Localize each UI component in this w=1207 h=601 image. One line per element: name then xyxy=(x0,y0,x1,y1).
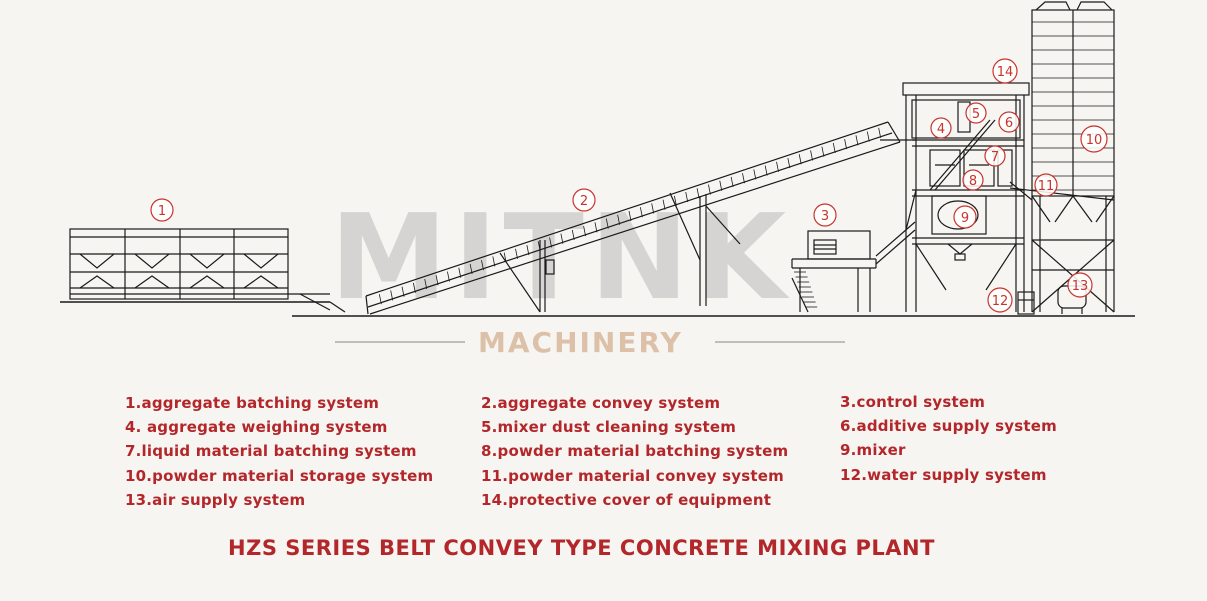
callout-3: 3 xyxy=(813,203,837,227)
callout-13: 13 xyxy=(1067,272,1093,298)
callout-number: 1 xyxy=(158,204,166,219)
callout-number: 3 xyxy=(821,209,829,224)
inclined-belt-conveyor xyxy=(365,121,916,315)
callout-11: 11 xyxy=(1034,173,1058,197)
callout-number: 14 xyxy=(997,65,1014,80)
callout-number: 11 xyxy=(1038,179,1055,194)
callout-number: 10 xyxy=(1086,133,1103,148)
control-room xyxy=(791,221,916,313)
conveyor-rungs xyxy=(378,127,882,305)
legend-item: 11.powder material convey system xyxy=(481,467,784,485)
legend-item: 9.mixer xyxy=(840,441,906,459)
legend-item: 5.mixer dust cleaning system xyxy=(481,418,737,436)
callout-number: 7 xyxy=(991,150,999,165)
legend-item: 7.liquid material batching system xyxy=(125,442,417,460)
callout-1: 1 xyxy=(150,198,174,222)
callout-number: 4 xyxy=(937,122,945,137)
diagram-title: HZS SERIES BELT CONVEY TYPE CONCRETE MIX… xyxy=(228,536,935,560)
watermark: MITNK MACHINERY xyxy=(330,188,845,359)
callout-number: 13 xyxy=(1072,279,1089,294)
callout-6: 6 xyxy=(998,111,1020,133)
callout-number: 6 xyxy=(1005,116,1013,131)
control-room-stairs xyxy=(794,271,818,308)
callout-12: 12 xyxy=(987,287,1013,313)
callout-number: 2 xyxy=(580,194,588,209)
callout-2: 2 xyxy=(572,188,596,212)
callout-number: 8 xyxy=(969,174,977,189)
legend-item: 10.powder material storage system xyxy=(125,467,434,485)
callout-7: 7 xyxy=(984,145,1006,167)
callout-number: 5 xyxy=(972,107,980,122)
callout-number: 9 xyxy=(961,211,969,226)
callout-5: 5 xyxy=(965,102,987,124)
legend-item: 4. aggregate weighing system xyxy=(125,418,388,436)
callout-9: 9 xyxy=(953,205,977,229)
legend-item: 8.powder material batching system xyxy=(481,442,789,460)
watermark-subtitle: MACHINERY xyxy=(478,326,683,359)
callout-4: 4 xyxy=(930,117,952,139)
watermark-brand: MITNK xyxy=(330,188,792,326)
legend-item: 13.air supply system xyxy=(125,491,306,509)
mixing-tower xyxy=(902,82,1035,315)
callout-8: 8 xyxy=(962,169,984,191)
legend-item: 6.additive supply system xyxy=(840,417,1057,435)
legend-item: 1.aggregate batching system xyxy=(125,394,380,412)
legend-item: 2.aggregate convey system xyxy=(481,394,721,412)
legend-item: 12.water supply system xyxy=(840,466,1047,484)
callout-10: 10 xyxy=(1080,125,1108,153)
aggregate-batching-bins xyxy=(69,228,346,313)
legend-item: 14.protective cover of equipment xyxy=(481,491,772,509)
cement-silos xyxy=(1009,1,1115,313)
callout-number: 12 xyxy=(992,294,1009,309)
ground-line xyxy=(60,301,1135,317)
callout-14: 14 xyxy=(992,58,1018,84)
legend-item: 3.control system xyxy=(840,393,986,411)
